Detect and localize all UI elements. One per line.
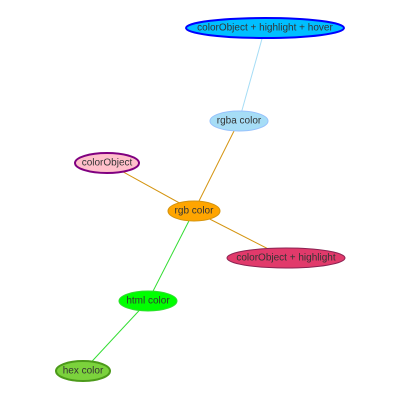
graph-node[interactable]: rgb color <box>167 200 221 222</box>
node-shape[interactable] <box>74 152 140 174</box>
node-label: colorObject + highlight <box>236 253 335 264</box>
edge-n2-n4 <box>193 120 240 212</box>
node-label: rgb color <box>175 206 215 217</box>
node-shape[interactable] <box>167 200 221 222</box>
graph-node[interactable]: rgba color <box>209 110 269 132</box>
edge-n6-n7 <box>82 300 149 372</box>
node-label: rgba color <box>217 116 262 127</box>
node-shape[interactable] <box>209 110 269 132</box>
node-label: colorObject <box>82 158 133 169</box>
node-label: colorObject + highlight + hover <box>197 23 333 34</box>
graph-node[interactable]: colorObject + highlight + hover <box>185 17 345 39</box>
edge-n4-n6 <box>147 210 195 302</box>
graph-node[interactable]: hex color <box>55 360 111 382</box>
node-shape[interactable] <box>226 247 346 269</box>
graph-node[interactable]: html color <box>118 290 178 312</box>
edge-n1-n2 <box>238 27 266 122</box>
node-shape[interactable] <box>55 360 111 382</box>
node-label: hex color <box>63 366 104 377</box>
graph-node[interactable]: colorObject <box>74 152 140 174</box>
edge-layer <box>82 27 287 372</box>
node-layer: colorObject + highlight + hover rgba colo… <box>55 17 346 382</box>
graph-node[interactable]: colorObject + highlight <box>226 247 346 269</box>
node-shape[interactable] <box>118 290 178 312</box>
node-shape[interactable] <box>185 17 345 39</box>
node-label: html color <box>126 296 170 307</box>
